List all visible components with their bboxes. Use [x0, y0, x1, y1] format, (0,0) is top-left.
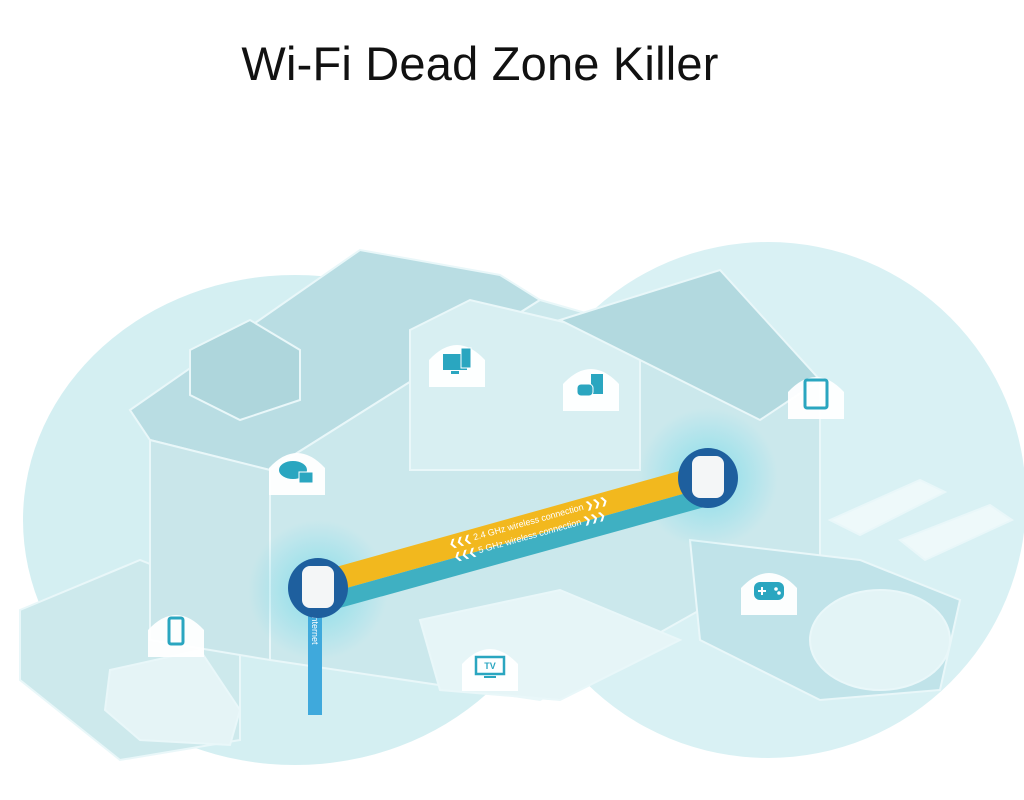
internet-cable: Internet — [308, 600, 322, 715]
router-main — [288, 558, 348, 618]
game-console-icon — [563, 369, 619, 411]
page-title: Wi-Fi Dead Zone Killer — [241, 37, 719, 90]
internet-label: Internet — [310, 614, 320, 645]
cloud-folder-icon — [269, 453, 325, 495]
tv-label: TV — [484, 661, 496, 671]
connection-bands: ❮❮❮ 2.4 GHz wireless connection ❯❯❯ ❮❮❮ … — [318, 463, 712, 614]
band-5ghz — [318, 487, 712, 614]
house-illustration — [19, 248, 1015, 762]
smartphone-icon — [148, 615, 204, 657]
gamepad-icon — [741, 573, 797, 615]
monitor-icon — [429, 345, 485, 387]
tablet-icon — [788, 377, 844, 419]
tv-icon: TV — [462, 649, 518, 691]
band-2-4ghz — [318, 463, 708, 596]
router-satellite — [678, 448, 738, 508]
